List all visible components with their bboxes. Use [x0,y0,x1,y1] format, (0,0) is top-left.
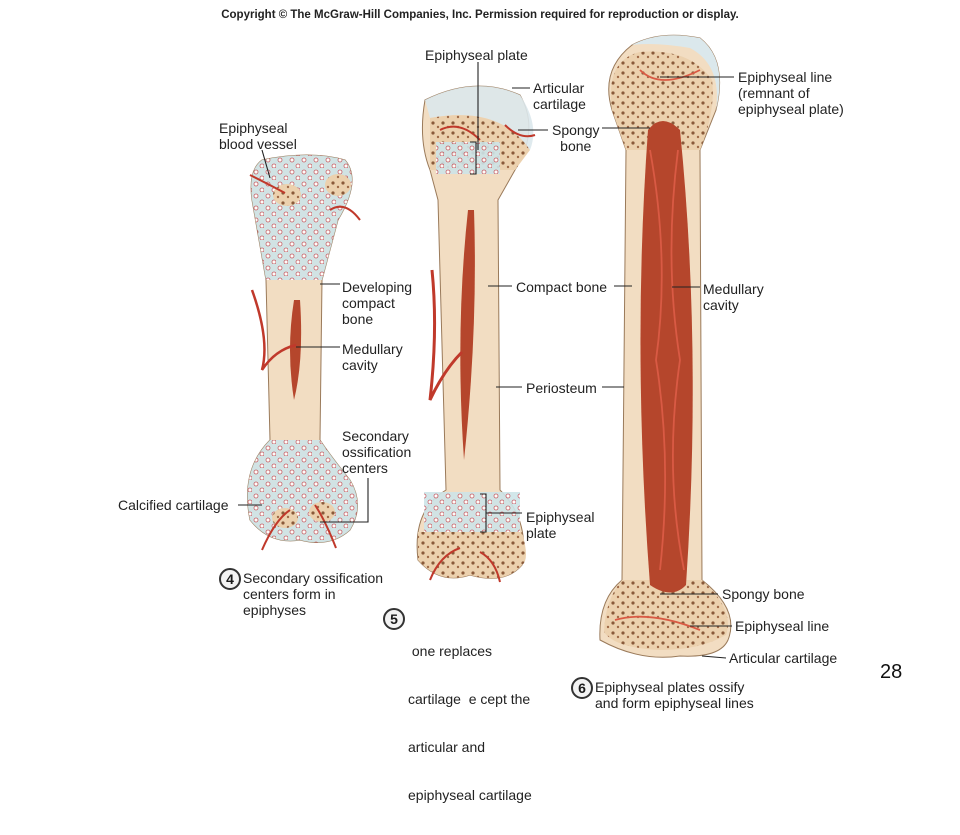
step-5-number: 5 [383,608,405,630]
leader-secondary-ossification [320,478,369,523]
label-developing-compact-bone: Developing compact bone [342,279,412,327]
label-line: Spongy [552,122,600,138]
step-6-caption: Epiphyseal plates ossify and form epiphy… [595,679,754,711]
step-4-number: 4 [219,568,241,590]
bone-stage-4 [247,154,361,551]
bone-4-medullary-cavity [290,300,302,400]
label-line: Epiphyseal [526,509,595,525]
bone-5-vessel-left [428,269,464,401]
label-line: cartilage [533,96,586,112]
label-line: Articular [533,80,585,96]
bone-4-vessel-left [250,289,297,371]
bone-4-top-cartilage [251,155,353,280]
label-secondary-ossification-centers: Secondary ossification centers [342,428,411,476]
label-epiphyseal-line-top: Epiphyseal line (remnant of epiphyseal p… [738,69,844,117]
caption-line: epiphyseal cartilage [408,787,532,803]
leader-articular-cartilage-6 [701,655,727,659]
step-4-caption: Secondary ossification centers form in e… [243,570,383,618]
label-line: compact [342,295,395,311]
label-line: Developing [342,279,413,295]
bone-6-vessel-network [614,69,701,631]
label-line: centers [342,460,388,476]
caption-line: centers form in [243,586,336,602]
label-line: bone [342,311,374,327]
diagram-stage: Copyright © The McGraw-Hill Companies, I… [118,9,903,803]
bone-6-articular-cartilage-top [632,35,720,110]
label-line: Medullary [703,281,764,297]
caption-line: one replaces [408,643,493,659]
bone-stage-5 [416,85,536,583]
bone-5-bottom-spongy [418,532,526,579]
caption-line: and form epiphyseal lines [595,695,754,711]
bone-5-vessel-bottom [429,547,501,583]
step-6-number: 6 [571,677,593,699]
label-line: plate [526,525,557,541]
bone-4-ossification-center-bottom-left [272,508,298,528]
leader-epiphyseal-blood-vessel [261,149,271,179]
label-epiphyseal-blood-vessel: Epiphyseal blood vessel [219,120,297,152]
label-line: (remnant of [738,85,810,101]
bone-4-vessel-bottom [261,504,337,551]
label-compact-bone: Compact bone [516,279,608,295]
bone-4-ossification-center-top-left [273,184,301,206]
bone-stage-6 [599,34,732,658]
label-line: Epiphyseal [219,120,288,136]
label-spongy-bone-5: Spongy bone [552,122,599,154]
bone-5-vessel-top [439,124,536,141]
label-line: cavity [703,297,739,313]
bone-5-epiphyseal-plate-bottom [424,492,520,532]
label-line: Medullary [342,341,403,357]
label-medullary-cavity-6: Medullary cavity [703,281,764,313]
label-periosteum: Periosteum [526,380,597,396]
label-spongy-bone-6: Spongy bone [722,586,805,602]
bone-4-bottom-cartilage [247,440,358,543]
step-5-caption: one replaces cartilage e cept the articu… [408,611,532,835]
caption-line: Epiphyseal plates ossify [595,679,745,695]
bone-6-bottom-spongy [604,580,728,650]
bone-4-ossification-center-top-right [325,174,351,196]
label-medullary-cavity-4: Medullary cavity [342,341,403,373]
label-line: ossification [342,444,412,460]
caption-line: articular and [408,739,486,755]
caption-line: epiphyses [243,602,307,618]
label-line: Secondary [342,428,409,444]
bone-illustration [238,34,734,659]
bone-4-vessel-top [249,174,361,221]
page-number: 28 [880,661,903,683]
label-line: cavity [342,357,378,373]
label-line: Epiphyseal line [738,69,833,85]
label-line: epiphyseal plate) [738,101,844,117]
bone-5-medullary-cavity [460,210,475,460]
caption-line: cartilage e cept the [408,691,531,707]
label-epiphyseal-line-bottom: Epiphyseal line [735,618,830,634]
label-epiphyseal-plate-top: Epiphyseal plate [425,47,528,63]
label-line: blood vessel [219,136,297,152]
caption-line: Secondary ossification [243,570,384,586]
label-articular-cartilage-5: Articular cartilage [533,80,586,112]
label-calcified-cartilage: Calcified cartilage [118,497,229,513]
bone-5-articular-cartilage [425,86,534,150]
label-epiphyseal-plate-bottom: Epiphyseal plate [526,509,595,541]
leader-lines [238,62,734,659]
label-line: bone [560,138,592,154]
copyright-notice: Copyright © The McGraw-Hill Companies, I… [221,9,739,21]
bone-5-epiphyseal-plate-top [436,142,500,174]
bracket-epiphyseal-plate-top [470,141,477,175]
label-articular-cartilage-6: Articular cartilage [729,650,838,666]
bone-6-medullary-cavity [640,121,693,593]
